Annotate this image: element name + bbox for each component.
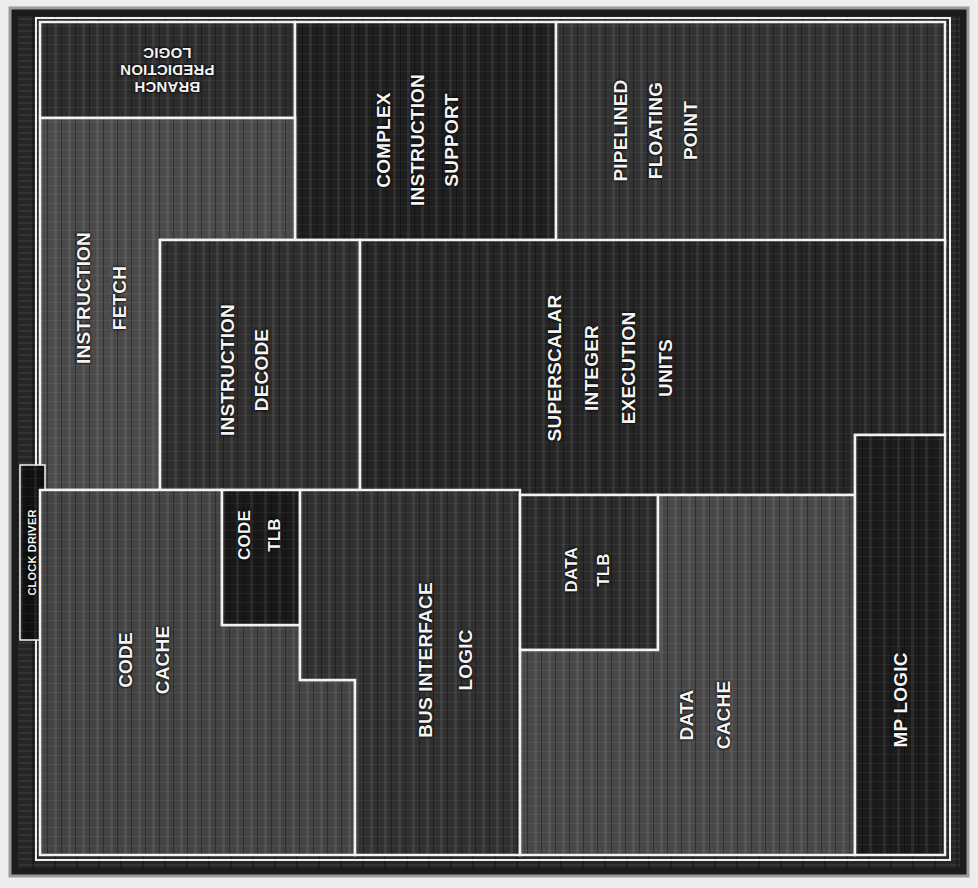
complex-instruction-block: COMPLEX INSTRUCTION SUPPORT	[295, 22, 556, 240]
core-frame	[36, 18, 950, 860]
region-outline	[300, 490, 520, 855]
region-label: BUS INTERFACE LOGIC	[405, 558, 485, 763]
region-outline	[520, 495, 855, 855]
region-fill	[295, 22, 556, 240]
region-fill	[855, 435, 945, 855]
data-cache-block: DATA CACHE	[520, 495, 855, 855]
region-label: BRANCH PREDICTION LOGIC	[120, 45, 215, 96]
region-outline	[520, 495, 658, 650]
region-border	[520, 495, 658, 650]
region-label: DATA TLB	[556, 548, 620, 593]
region-border	[160, 240, 360, 490]
region-label: COMPLEX INSTRUCTION SUPPORT	[367, 74, 469, 206]
region-fill	[40, 22, 295, 118]
die-core	[18, 16, 960, 868]
data-tlb-block: DATA TLB	[520, 495, 658, 650]
region-border	[222, 490, 300, 625]
region-border	[855, 435, 945, 855]
region-fill	[222, 490, 300, 625]
region-label: MP LOGIC	[888, 652, 912, 747]
region-fill	[556, 22, 945, 245]
region-label: CODE TLB	[230, 510, 290, 560]
region-label: CODE CACHE	[107, 626, 181, 695]
region-border	[40, 22, 295, 118]
floating-point-block: PIPELINED FLOATING POINT	[556, 22, 945, 245]
instruction-decode-block: INSTRUCTION DECODE	[160, 240, 360, 490]
region-outline	[222, 490, 300, 625]
branch-prediction-block: BRANCH PREDICTION LOGIC	[40, 22, 295, 118]
bus-interface-block: BUS INTERFACE LOGIC	[300, 490, 520, 855]
region-label: INSTRUCTION DECODE	[211, 304, 279, 436]
code-tlb-block: CODE TLB	[222, 490, 300, 625]
region-fill	[160, 240, 360, 490]
region-border	[300, 490, 520, 855]
region-fill	[520, 495, 658, 650]
region-fill	[520, 495, 855, 855]
region-fill	[300, 490, 520, 855]
region-border	[295, 22, 556, 240]
region-border	[556, 22, 945, 245]
region-label: SUPERSCALAR INTEGER EXECUTION UNITS	[536, 295, 684, 442]
region-label: CLOCK DRIVER	[26, 509, 39, 595]
region-label: DATA CACHE	[668, 681, 742, 750]
region-border	[520, 495, 855, 855]
region-label: PIPELINED FLOATING POINT	[603, 79, 708, 181]
die-outline	[10, 8, 968, 876]
region-outline	[855, 435, 945, 855]
region-label: INSTRUCTION FETCH	[66, 232, 138, 364]
die-texture	[18, 16, 960, 868]
mp-logic-block: MP LOGIC	[855, 435, 945, 855]
